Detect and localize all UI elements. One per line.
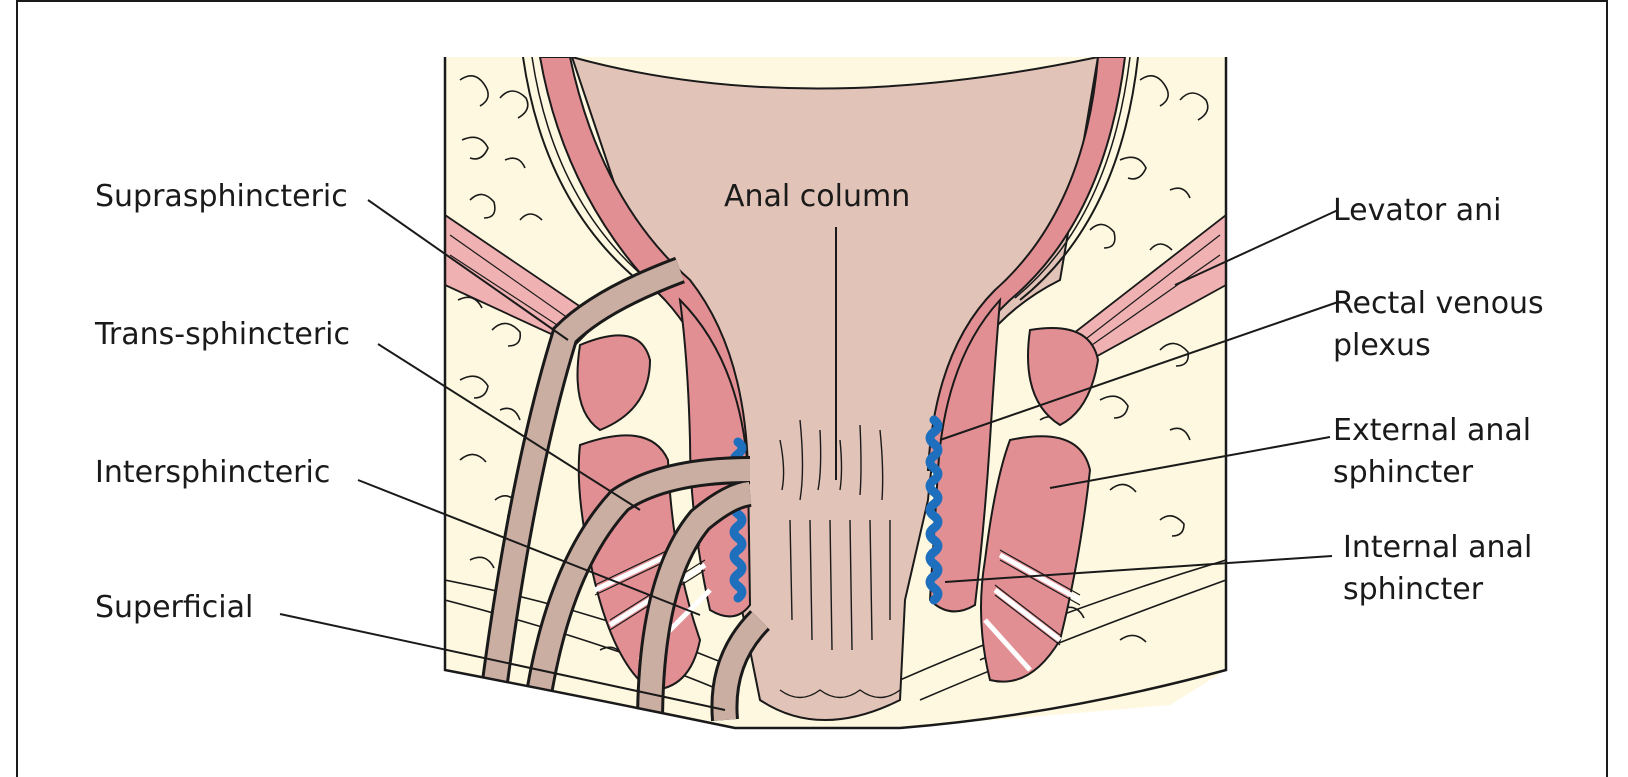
label-external-anal-sphincter-line1: External anal <box>1333 413 1532 448</box>
leader-external-anal-sphincter <box>1049 436 1331 489</box>
label-anal-column: Anal column <box>724 179 911 214</box>
leader-rectal-venous-plexus <box>939 301 1339 441</box>
suprasphincteric-tract <box>479 259 684 722</box>
fistula-tracts <box>479 259 768 726</box>
skin-folds <box>445 559 1226 701</box>
label-superficial: Superficial <box>95 590 254 625</box>
internal-sphincter-right <box>928 297 1002 613</box>
trans-sphincteric-tract <box>524 459 751 722</box>
leader-internal-anal-sphincter <box>944 555 1333 583</box>
leader-trans-sphincteric <box>377 343 641 511</box>
levator-striations <box>449 234 1221 353</box>
leader-suprasphincteric <box>367 199 569 341</box>
external-sphincter-superficial-right <box>980 435 1092 683</box>
intersphincteric-tract <box>639 482 752 726</box>
leader-lines <box>279 199 1339 711</box>
superficial-tract <box>713 612 768 721</box>
label-rectal-venous-plexus-line2: plexus <box>1333 328 1431 363</box>
leader-levator-ani <box>1174 209 1339 286</box>
specimen-outline <box>443 57 1228 730</box>
label-intersphincteric: Intersphincteric <box>95 455 331 490</box>
external-sphincter-deep-right <box>1027 327 1100 427</box>
label-external-anal-sphincter-line2: sphincter <box>1333 455 1474 490</box>
label-internal-anal-sphincter-line1: Internal anal <box>1343 530 1533 565</box>
label-levator-ani: Levator ani <box>1333 193 1502 228</box>
label-trans-sphincteric: Trans-sphincteric <box>95 317 351 352</box>
leader-intersphincteric <box>357 479 701 616</box>
leader-superficial <box>279 613 726 711</box>
external-sphincter-deep-left <box>576 334 652 432</box>
anal-folds <box>779 419 901 699</box>
label-rectal-venous-plexus-line1: Rectal venous <box>1333 286 1544 321</box>
label-suprasphincteric: Suprasphincteric <box>95 179 348 214</box>
label-internal-anal-sphincter-line2: sphincter <box>1343 572 1484 607</box>
venous-plexus-right <box>925 415 943 605</box>
